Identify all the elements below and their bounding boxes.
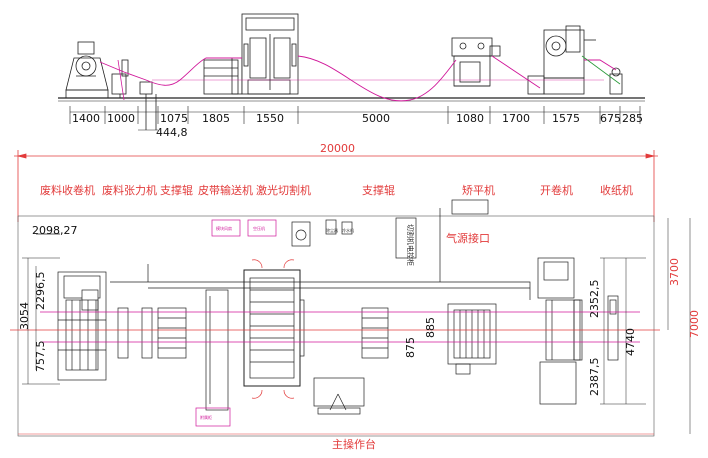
- dim-4740: 4740: [624, 328, 637, 356]
- plan-decoiler: [537, 257, 583, 405]
- dim-757-5: 757,5: [34, 341, 47, 373]
- overall-length-line: [14, 150, 658, 222]
- dim-2296-5: 2296,5: [34, 272, 47, 311]
- box-label-5: 冷水机: [342, 227, 354, 233]
- dim-885: 885: [424, 317, 437, 338]
- plan-control-cabinet: [395, 217, 417, 259]
- laser-cutter-elevation: [241, 13, 299, 95]
- paper-recoiler-elevation: [609, 67, 623, 95]
- overall-length-label: 20000: [320, 142, 355, 155]
- label-decoiler: 开卷机: [540, 183, 573, 197]
- plan-support-rollers-mid: [361, 307, 389, 359]
- label-laser-cutter: 激光切割机: [256, 183, 311, 197]
- dim-5000: 5000: [362, 112, 390, 125]
- box-label-1: 模块风扇: [216, 225, 232, 231]
- dim-675: 675: [600, 112, 621, 125]
- dim-2098-27: 2098,27: [32, 224, 78, 237]
- dim-1575: 1575: [552, 112, 580, 125]
- support-roller-elevation-left: [139, 81, 157, 130]
- label-waste-tensioner: 废料张力机: [102, 183, 157, 197]
- dim-285: 285: [622, 112, 643, 125]
- box-label-3: 附属柜: [200, 414, 212, 420]
- plan-operator-console: [313, 377, 365, 415]
- operator-console-label: 主操作台: [332, 437, 376, 451]
- side-elevation: [58, 13, 645, 130]
- label-belt-conveyor: 皮带输送机: [198, 183, 253, 197]
- dim-1000: 1000: [107, 112, 135, 125]
- dim-3054: 3054: [18, 302, 31, 330]
- leveler-elevation: [451, 37, 501, 87]
- dim-1550: 1550: [256, 112, 284, 125]
- top-dimension-row: [69, 106, 641, 131]
- dim-1075: 1075: [160, 112, 188, 125]
- dim-1700: 1700: [502, 112, 530, 125]
- air-inlet-label: 气源接口: [446, 231, 490, 245]
- dim-1080: 1080: [456, 112, 484, 125]
- dim-2352-5: 2352,5: [588, 280, 601, 319]
- dim-875: 875: [404, 337, 417, 358]
- plan-laser-cutter: [243, 269, 305, 387]
- plan-paper-recoiler: [607, 295, 619, 361]
- plan-leveler: [447, 303, 497, 375]
- dim-1805: 1805: [202, 112, 230, 125]
- label-support-roller-mid: 支撑辊: [362, 183, 395, 197]
- label-leveler: 矫平机: [462, 183, 495, 197]
- dim-2387-5: 2387,5: [588, 358, 601, 397]
- belt-conveyor-elevation: [203, 57, 243, 95]
- plan-waste-recoiler: [57, 271, 107, 381]
- waste-tensioner-elevation: [111, 59, 129, 98]
- strip-centerlines: [10, 311, 660, 343]
- label-waste-recoiler: 废料收卷机: [40, 183, 95, 197]
- dim-444-8: 444,8: [156, 126, 188, 139]
- label-support-roller-left: 支撑辊: [160, 183, 193, 197]
- plan-dimension-lines: [22, 218, 691, 434]
- box-label-2: 空压机: [253, 225, 265, 231]
- dim-1400: 1400: [72, 112, 100, 125]
- dim-3700: 3700: [668, 258, 681, 286]
- cabinet-text: 切割机电控柜: [406, 224, 415, 266]
- plan-support-rollers-left: [117, 289, 229, 411]
- box-label-4: 除尘器: [326, 227, 338, 233]
- decoiler-elevation: [527, 25, 596, 95]
- dim-7000: 7000: [688, 310, 701, 338]
- plan-view: [17, 199, 655, 437]
- label-paper-recoiler: 收纸机: [600, 183, 633, 197]
- waste-recoiler-elevation: [65, 41, 109, 99]
